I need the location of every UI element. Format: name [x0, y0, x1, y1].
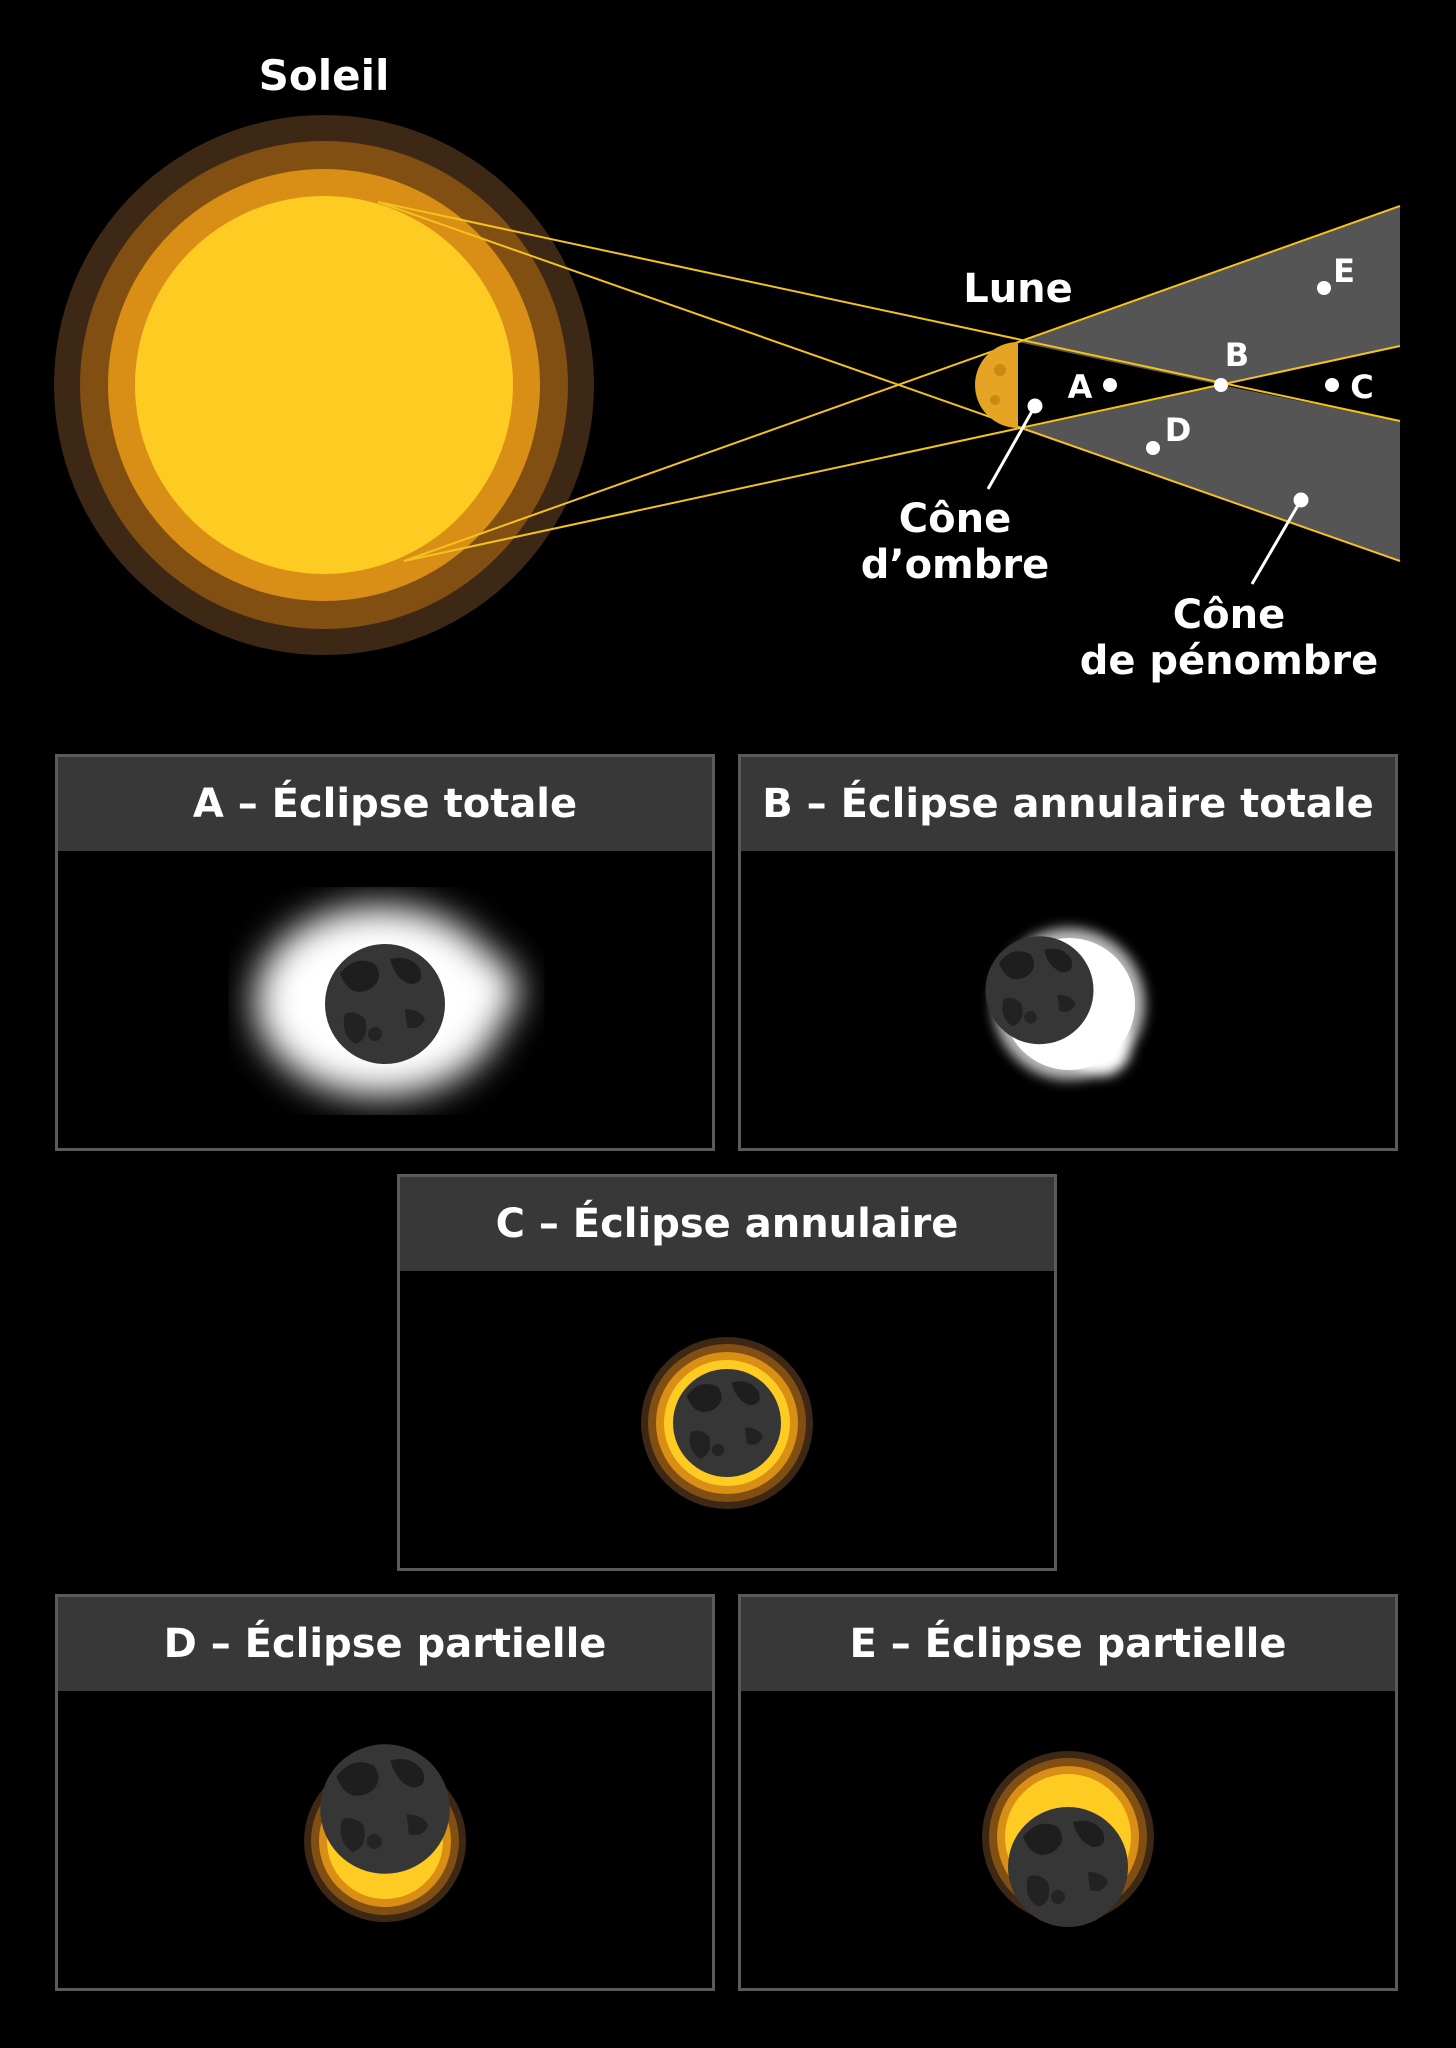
penumbra-pointer	[1250, 492, 1309, 585]
moon	[975, 342, 1018, 428]
penumbra-label-line2: de pénombre	[1080, 638, 1379, 684]
penumbra-cone-lower	[1018, 385, 1400, 561]
panel-partial-eclipse-e: E – Éclipse partielle	[738, 1594, 1398, 1991]
bailys-bead	[1083, 1029, 1115, 1061]
eclipse-geometry-diagram: Soleil Lune A B C D E Cône d’ombre Cône	[54, 51, 1401, 684]
point-e-label: E	[1333, 252, 1355, 290]
point-c-label: C	[1350, 368, 1373, 406]
panel-title: C – Éclipse annulaire	[400, 1177, 1054, 1271]
panel-title: A – Éclipse totale	[58, 757, 712, 851]
penumbra-cone-upper	[1018, 206, 1400, 385]
moon-disk	[985, 936, 1094, 1045]
sun-label: Soleil	[259, 51, 390, 100]
point-d-label: D	[1165, 411, 1192, 449]
moon-label: Lune	[963, 266, 1073, 312]
panel-partial-eclipse-d: D – Éclipse partielle	[55, 1594, 715, 1991]
point-b-label: B	[1225, 336, 1249, 374]
moon-disk	[673, 1369, 781, 1477]
umbra-label-line2: d’ombre	[861, 542, 1049, 588]
moon-disk	[325, 944, 445, 1064]
panel-title: D – Éclipse partielle	[58, 1597, 712, 1691]
umbra-label-line1: Cône	[899, 496, 1011, 542]
sun	[54, 115, 594, 655]
moon-disk	[320, 1744, 450, 1874]
panel-annular-eclipse: C – Éclipse annulaire	[397, 1174, 1057, 1571]
panel-title: E – Éclipse partielle	[741, 1597, 1395, 1691]
annular-eclipse-view	[641, 1337, 813, 1509]
point-a-label: A	[1068, 368, 1093, 406]
light-rays	[377, 201, 1401, 562]
hybrid-eclipse-view	[985, 928, 1145, 1080]
panel-total-eclipse: A – Éclipse totale	[55, 754, 715, 1151]
partial-eclipse-e-view	[982, 1751, 1154, 1927]
moon-disk	[1008, 1807, 1128, 1927]
umbra-pointer	[986, 398, 1043, 490]
observer-points	[1103, 281, 1339, 455]
penumbra-label-line1: Cône	[1173, 592, 1285, 638]
partial-eclipse-d-view	[304, 1744, 466, 1922]
panel-hybrid-eclipse: B – Éclipse annulaire totale	[738, 754, 1398, 1151]
total-eclipse-view	[255, 906, 518, 1096]
panel-title: B – Éclipse annulaire totale	[741, 757, 1395, 851]
